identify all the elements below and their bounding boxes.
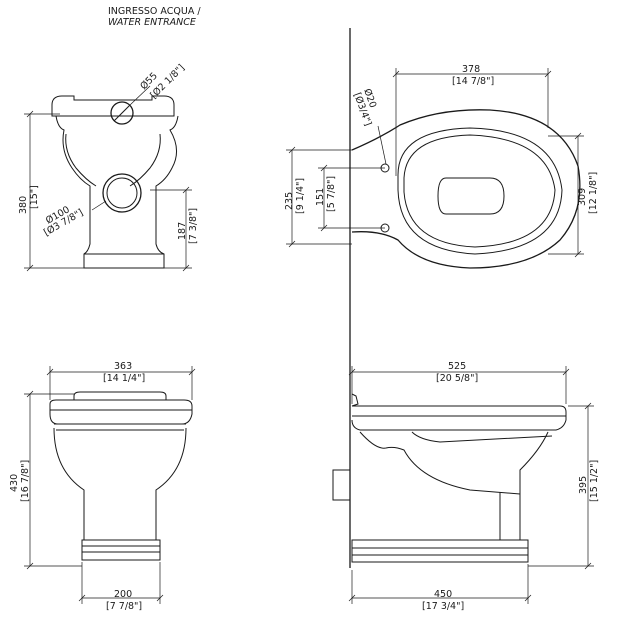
side-view: [332, 393, 567, 563]
dim-430: 430: [9, 474, 20, 492]
dim-309-in: [12 1/8"]: [588, 172, 599, 214]
front-view-dimensions: 363 [14 1/4"] 430 [16 7/8"] 200 [7 7/8"]: [9, 361, 196, 612]
dim-380-in: [15"]: [29, 185, 40, 209]
header-line1: INGRESSO ACQUA /: [108, 6, 201, 17]
outlet-circle: [102, 173, 142, 213]
dim-187-in: [7 3/8"]: [188, 208, 199, 244]
front-view: [49, 391, 193, 561]
header-line2: WATER ENTRANCE: [108, 17, 196, 28]
dim-309: 309: [577, 188, 588, 206]
dim-235: 235: [284, 192, 295, 210]
dim-525-in: [20 5/8"]: [436, 373, 478, 384]
dim-395-in: [15 1/2"]: [589, 460, 600, 502]
dim-363-in: [14 1/4"]: [103, 373, 145, 384]
dim-151: 151: [315, 188, 326, 206]
dim-378: 378: [462, 64, 480, 75]
wall-bracket: [332, 469, 351, 501]
side-view-dimensions: 525 [20 5/8"] 395 [15 1/2"] 450 [17 3/4"…: [348, 361, 600, 612]
rear-view-dimensions: 380 [15"] 187 [7 3/8"] Ø55 [Ø2 1/8"] Ø10…: [18, 62, 199, 272]
water-inlet-circle: [110, 101, 134, 125]
dim-200-in: [7 7/8"]: [106, 601, 142, 612]
rear-view: [51, 95, 179, 269]
dim-200: 200: [114, 589, 132, 600]
dim-450-in: [17 3/4"]: [422, 601, 464, 612]
dim-380: 380: [18, 196, 29, 214]
dim-363: 363: [114, 361, 132, 372]
plan-view: [351, 109, 581, 269]
dim-525: 525: [448, 361, 466, 372]
dim-235-in: [9 1/4"]: [295, 178, 306, 214]
dim-151-in: [5 7/8"]: [326, 176, 337, 212]
dim-395: 395: [578, 476, 589, 494]
dim-430-in: [16 7/8"]: [20, 460, 31, 502]
dim-450: 450: [434, 589, 452, 600]
dim-187: 187: [177, 222, 188, 240]
dim-378-in: [14 7/8"]: [452, 76, 494, 87]
